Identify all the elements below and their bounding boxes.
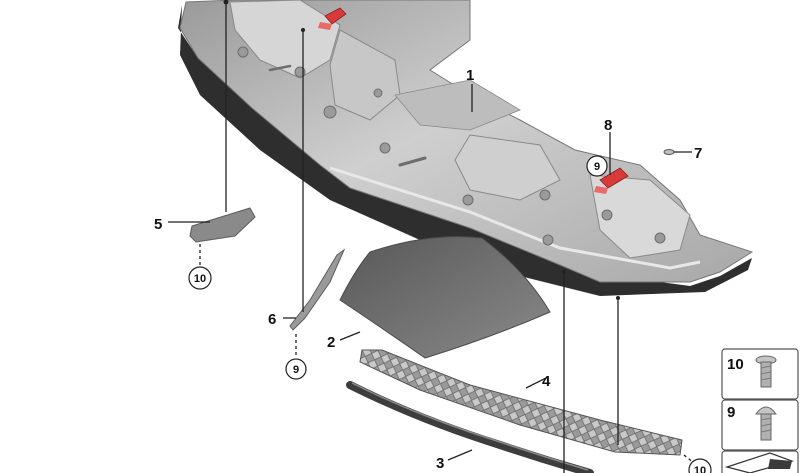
red-clip-bottom: [594, 167, 629, 194]
circled-ref-9-top: 9: [586, 155, 608, 177]
wedge-shim-icon: [724, 452, 794, 473]
callout-3: 3: [436, 455, 444, 472]
part-3-seal-strip: [346, 381, 594, 473]
svg-text:10: 10: [194, 273, 206, 285]
round-head-screw-icon: [755, 406, 777, 441]
leader-lines: [168, 0, 695, 473]
flat-head-screw-icon: [755, 355, 777, 388]
circled-ref-9-bottom: 9: [285, 358, 307, 380]
part-3-seal-highlight: [351, 382, 589, 471]
callout-5: 5: [154, 216, 162, 233]
callout-1: 1: [466, 67, 474, 84]
callout-4: 4: [542, 373, 551, 390]
fastener-legend: 10 9: [721, 348, 799, 473]
legend-number-10: 10: [727, 356, 744, 373]
circled-ref-10-left: 10: [188, 266, 212, 290]
svg-text:10: 10: [694, 465, 706, 473]
svg-text:9: 9: [594, 161, 600, 173]
part-7-clip: [663, 149, 675, 155]
svg-text:9: 9: [293, 364, 299, 376]
callout-7: 7: [694, 145, 702, 162]
part-6-strip: [289, 248, 346, 331]
underbody-panel: [178, 0, 754, 296]
legend-item-10: [721, 348, 799, 400]
legend-item-9: [721, 399, 799, 451]
callout-2: 2: [327, 334, 335, 351]
red-clip-top: [318, 7, 347, 30]
part-5-trim: [189, 207, 256, 243]
part-4-mesh-grille: [359, 349, 683, 456]
part-2-mat: [339, 236, 551, 359]
callout-6: 6: [268, 311, 276, 328]
circled-ref-10-bottom: 10: [688, 458, 712, 473]
callout-8: 8: [604, 117, 612, 134]
legend-number-9: 9: [727, 404, 735, 421]
